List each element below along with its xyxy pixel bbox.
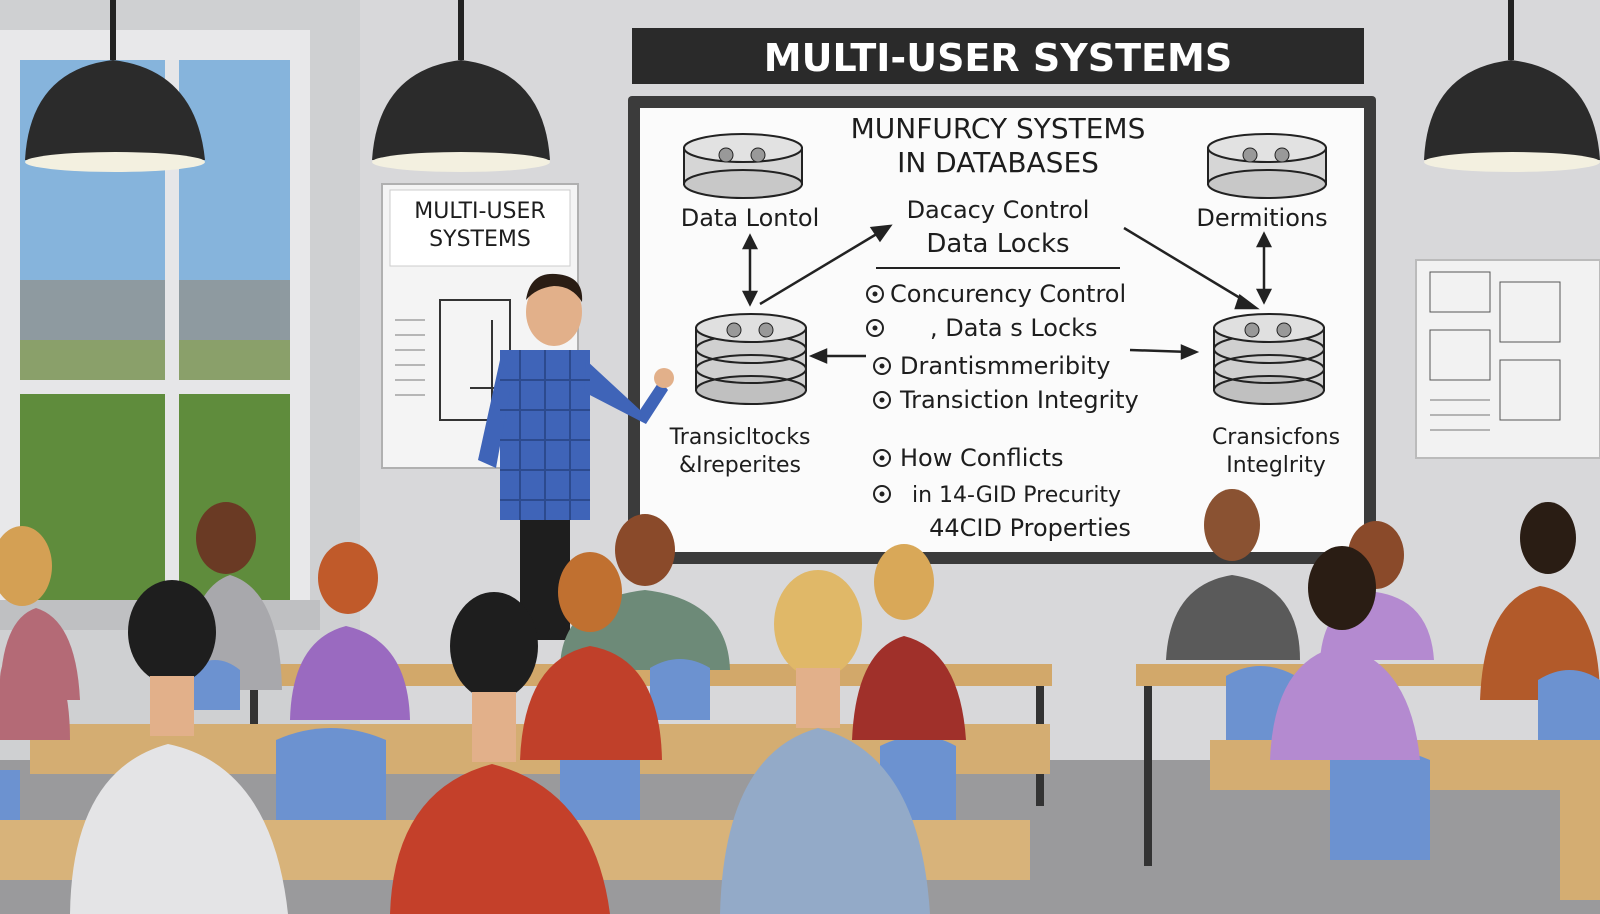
label-bottom-left-line2: &Ireperites: [679, 453, 801, 478]
database-icon-bottom-left: [695, 313, 807, 405]
label-dermitions: Dermitions: [1196, 204, 1327, 232]
label-bottom-right-line2: Integlrity: [1226, 453, 1325, 478]
banner-title: MULTI-USER SYSTEMS: [764, 36, 1232, 80]
whiteboard-title-line2: IN DATABASES: [897, 146, 1099, 179]
database-icon-top-right: [1207, 133, 1327, 199]
whiteboard-footer: 44CID Properties: [929, 514, 1131, 542]
bullet-3: Drantismmeribity: [900, 352, 1110, 380]
students-middle-row: [0, 542, 1420, 760]
bullet-list: Concurency Control , Data s Locks Dranti…: [866, 280, 1139, 508]
bullet-1: Concurency Control: [890, 280, 1126, 308]
wall-poster-right: [1415, 259, 1600, 459]
database-icon-top-left: [683, 133, 803, 199]
center-line1: Dacacy Control: [907, 196, 1090, 224]
students-front-row: [70, 570, 930, 914]
label-data-lontol: Data Lontol: [681, 204, 820, 232]
teacher: [478, 273, 674, 640]
lamp-center: [372, 0, 550, 172]
label-bottom-left-line1: Transicltocks: [669, 425, 811, 450]
database-icon-bottom-right: [1213, 313, 1325, 405]
label-bottom-right-line1: Cransicfons: [1212, 425, 1340, 450]
lamp-left: [25, 0, 205, 172]
bullet-2: , Data s Locks: [930, 314, 1098, 342]
chairs: [0, 659, 1600, 860]
poster-title-line2: SYSTEMS: [429, 227, 531, 252]
title-banner: MULTI-USER SYSTEMS: [632, 28, 1364, 84]
whiteboard: MUNFURCY SYSTEMS IN DATABASES: [628, 96, 1376, 564]
bullet-4: Transiction Integrity: [899, 386, 1139, 414]
bullet-5: How Conflicts: [900, 444, 1064, 472]
bullet-6: in 14-GID Precurity: [912, 483, 1121, 508]
lamp-right: [1424, 0, 1600, 172]
diagram-arrows: [741, 224, 1273, 364]
center-line2: Data Locks: [926, 229, 1069, 259]
poster-title-line1: MULTI-USER: [414, 199, 545, 224]
whiteboard-title-line1: MUNFURCY SYSTEMS: [851, 112, 1146, 145]
